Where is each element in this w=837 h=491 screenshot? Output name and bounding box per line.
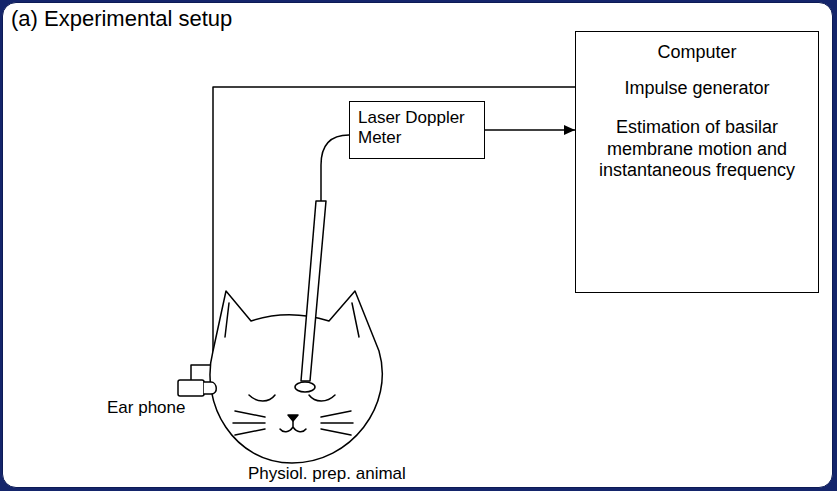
device-box: Laser Doppler Meter: [349, 101, 485, 159]
box-heading: Laser Doppler Meter: [358, 108, 476, 149]
animal-label: Physiol. prep. animal: [248, 464, 406, 484]
box-heading: Computer: [586, 42, 808, 64]
arrow-head: [564, 125, 575, 135]
box-text: Estimation of basilar membrane motion an…: [586, 117, 808, 182]
box-text: Impulse generator: [586, 78, 808, 100]
computer-box: ComputerImpulse generatorEstimation of b…: [575, 31, 819, 293]
signal-arrow: [485, 129, 575, 131]
diagram-title: (a) Experimental setup: [11, 6, 232, 32]
component-label: Ear phone: [107, 398, 185, 418]
